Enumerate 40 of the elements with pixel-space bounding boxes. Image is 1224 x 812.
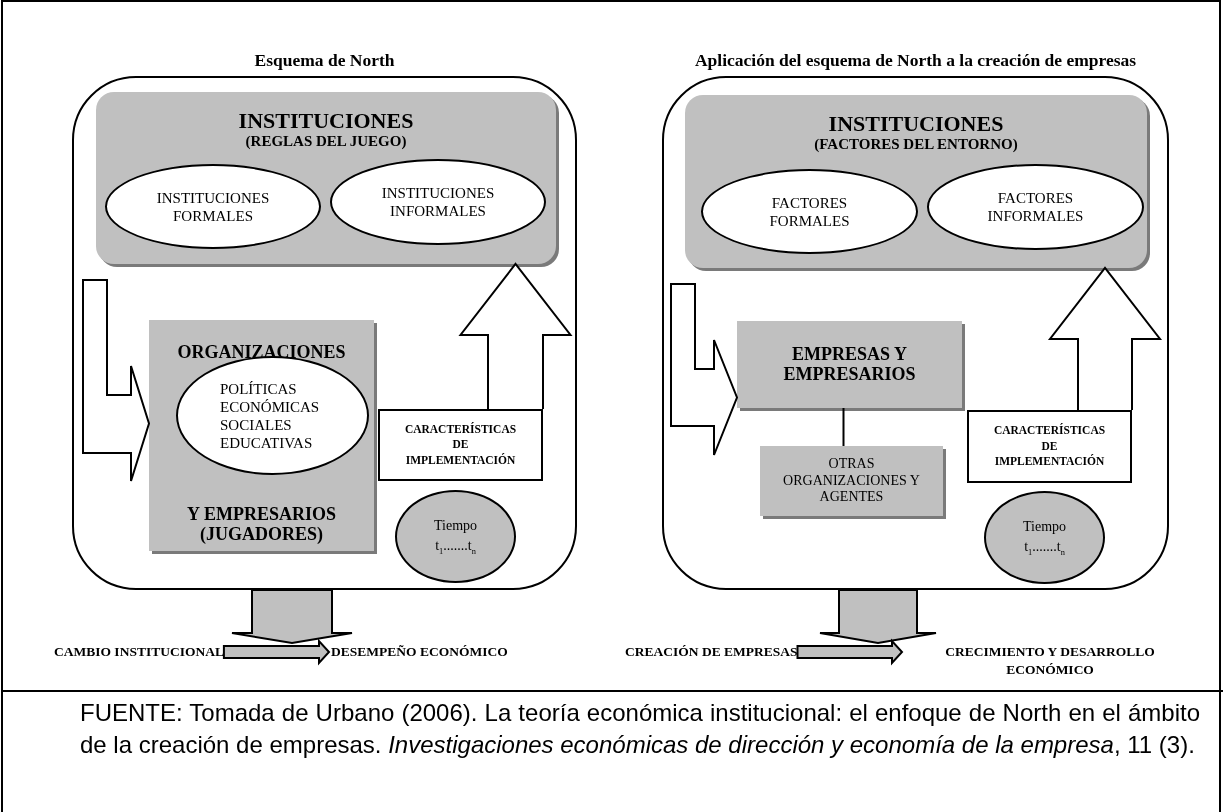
bent-block-arrow [82, 279, 151, 482]
ellipse-label: INSTITUCIONES INFORMALES [380, 184, 496, 220]
block-arrow [231, 589, 353, 644]
box-title: INSTITUCIONES [828, 111, 1004, 137]
circle-label: Tiempo [433, 516, 478, 535]
box-title: EMPRESAS Y EMPRESARIOS [782, 344, 917, 385]
panel-heading: Esquema de North [254, 50, 395, 71]
bent-block-arrow [670, 283, 739, 456]
result-label: CAMBIO INSTITUCIONAL [54, 643, 224, 661]
panel-heading: Aplicación del esquema de North a la creación de empresas [694, 50, 1137, 71]
result-label: DESEMPEÑO ECONÓMICO [331, 643, 508, 661]
result-label: CREACIÓN DE EMPRESAS [625, 643, 798, 661]
ellipse-label: INSTITUCIONES FORMALES [155, 188, 271, 225]
shaded-box [149, 320, 374, 551]
block-arrow [796, 638, 904, 666]
box-title: INSTITUCIONES [238, 108, 414, 134]
block-arrow [1047, 266, 1163, 411]
result-label: CRECIMIENTO Y DESARROLLO ECONÓMICO [944, 643, 1156, 679]
connector-line [842, 407, 845, 447]
rounded-box [685, 95, 1147, 268]
box-subtitle: (REGLAS DEL JUEGO) [245, 133, 407, 151]
ellipse-label: POLÍTICAS ECONÓMICAS SOCIALES EDUCATIVAS [220, 379, 321, 452]
arrow-label: CARACTERÍSTICAS DE IMPLEMENTACIÓN [403, 421, 518, 468]
block-arrow [222, 638, 331, 666]
circle-label: Tiempo [1022, 517, 1067, 536]
box-subtitle: (FACTORES DEL ENTORNO) [814, 136, 1018, 154]
source-caption: FUENTE: Tomada de Urbano (2006). La teoría económica institucional: el enfoque de North en el ámbito de la creación de empresas. Investigaciones económicas de dirección y economía de la empresa, 11 (3). [80, 698, 1200, 760]
box-footer: Y EMPRESARIOS (JUGADORES) [186, 505, 337, 545]
circle-label: t$_{1}$.......t$_{n}$ [435, 536, 476, 558]
box-title: ORGANIZACIONES [177, 342, 346, 363]
block-arrow [819, 589, 937, 644]
block-arrow [458, 262, 573, 410]
ellipse-label: FACTORES FORMALES [768, 193, 851, 230]
circle-label: t$_{1}$.......t$_{n}$ [1024, 537, 1065, 559]
rounded-box [96, 92, 556, 264]
arrow-label: CARACTERÍSTICAS DE IMPLEMENTACIÓN [992, 423, 1107, 470]
ellipse-label: FACTORES INFORMALES [986, 189, 1085, 225]
shaded-box [737, 321, 962, 408]
shaded-box [760, 446, 943, 516]
box-label: OTRAS ORGANIZACIONES Y AGENTES [782, 455, 921, 507]
